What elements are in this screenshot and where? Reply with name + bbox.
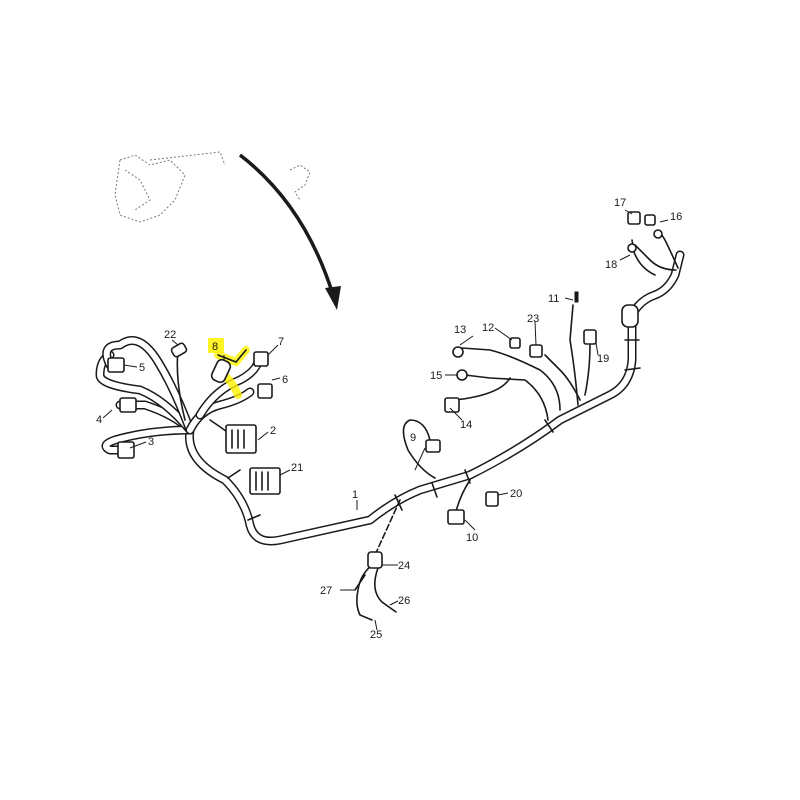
callout-21: 21 <box>291 462 303 474</box>
callout-17: 17 <box>614 197 626 209</box>
callout-12: 12 <box>482 322 494 334</box>
callout-16: 16 <box>670 211 682 223</box>
callout-15: 15 <box>430 370 442 382</box>
callout-labels: 1 2 3 4 5 6 7 8 9 10 11 12 13 14 15 16 1… <box>96 197 682 641</box>
callout-4: 4 <box>96 414 102 426</box>
callout-19: 19 <box>597 353 609 365</box>
connectors <box>107 211 663 569</box>
callout-23: 23 <box>527 313 539 325</box>
callout-7: 7 <box>278 336 284 348</box>
callout-25: 25 <box>370 629 382 641</box>
callout-3: 3 <box>148 436 154 448</box>
callout-18: 18 <box>605 259 617 271</box>
callout-22: 22 <box>164 329 176 341</box>
left-branches <box>95 336 263 455</box>
callout-10: 10 <box>466 532 478 544</box>
callout-27: 27 <box>320 585 332 597</box>
main-harness-trunk <box>184 250 685 546</box>
callout-5: 5 <box>139 362 145 374</box>
tractor-outline-ghost <box>114 151 311 223</box>
callout-9: 9 <box>410 432 416 444</box>
callout-1: 1 <box>352 489 358 501</box>
right-branches <box>402 231 679 516</box>
callout-14: 14 <box>460 419 472 431</box>
callout-6: 6 <box>282 374 288 386</box>
callout-8: 8 <box>212 341 218 353</box>
callout-26: 26 <box>398 595 410 607</box>
callout-13: 13 <box>454 324 466 336</box>
direction-arrow <box>238 153 341 310</box>
callout-20: 20 <box>510 488 522 500</box>
callout-11: 11 <box>548 293 559 305</box>
callout-24: 24 <box>398 560 410 572</box>
callout-2: 2 <box>270 425 276 437</box>
lower-harness-24-27 <box>354 499 401 621</box>
leader-lines <box>102 209 669 631</box>
